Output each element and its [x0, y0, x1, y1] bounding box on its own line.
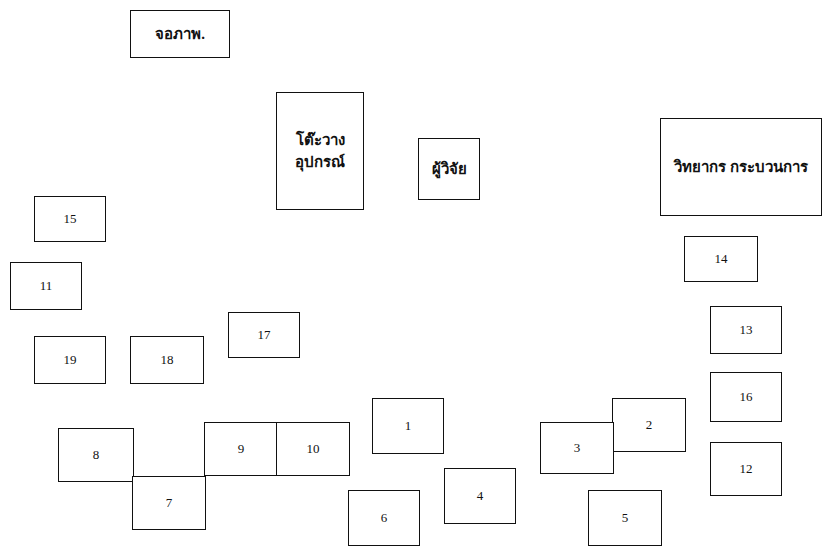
- seat-box: 12: [710, 442, 782, 496]
- seat-number: 18: [161, 350, 174, 370]
- seat-box: 14: [684, 236, 758, 282]
- seat-number: 11: [40, 276, 53, 296]
- seat-box: 13: [710, 306, 782, 354]
- room-item-box: จอภาพ.: [130, 10, 230, 58]
- seat-box: 2: [612, 398, 686, 452]
- seat-number: 3: [574, 438, 581, 458]
- seat-box: 19: [34, 336, 106, 384]
- seat-box: 18: [130, 336, 204, 384]
- seat-number: 14: [715, 249, 728, 269]
- item-label: โต๊ะวาง อุปกรณ์: [281, 129, 359, 174]
- seat-number: 13: [740, 320, 753, 340]
- seat-box: 11: [10, 262, 82, 310]
- seat-box: 4: [444, 468, 516, 524]
- seat-number: 19: [64, 350, 77, 370]
- room-item-box: วิทยากร กระบวนการ: [660, 118, 822, 216]
- seat-number: 17: [258, 325, 271, 345]
- seat-number: 10: [307, 439, 320, 459]
- seat-number: 8: [93, 445, 100, 465]
- seat-box: 6: [348, 490, 420, 546]
- seat-box: 16: [710, 372, 782, 422]
- item-label: ผู้วิจัย: [432, 158, 467, 181]
- seat-box: 3: [540, 422, 614, 474]
- seat-number: 15: [64, 209, 77, 229]
- seat-box: 10: [276, 422, 350, 476]
- item-label: จอภาพ.: [155, 23, 205, 46]
- item-label: วิทยากร กระบวนการ: [674, 156, 808, 179]
- seat-box: 8: [58, 428, 134, 482]
- seat-box: 15: [34, 196, 106, 242]
- seat-number: 16: [740, 387, 753, 407]
- seat-number: 1: [405, 416, 412, 436]
- seat-number: 2: [646, 415, 653, 435]
- room-item-box: โต๊ะวาง อุปกรณ์: [276, 92, 364, 210]
- seat-number: 4: [477, 486, 484, 506]
- seat-number: 6: [381, 508, 388, 528]
- seat-number: 9: [238, 439, 245, 459]
- seat-box: 1: [372, 398, 444, 454]
- seat-box: 9: [204, 422, 278, 476]
- seat-number: 12: [740, 459, 753, 479]
- seat-box: 7: [132, 476, 206, 530]
- seat-box: 17: [228, 312, 300, 358]
- seat-box: 5: [588, 490, 662, 546]
- seat-number: 7: [166, 493, 173, 513]
- room-item-box: ผู้วิจัย: [418, 138, 480, 200]
- seat-number: 5: [622, 508, 629, 528]
